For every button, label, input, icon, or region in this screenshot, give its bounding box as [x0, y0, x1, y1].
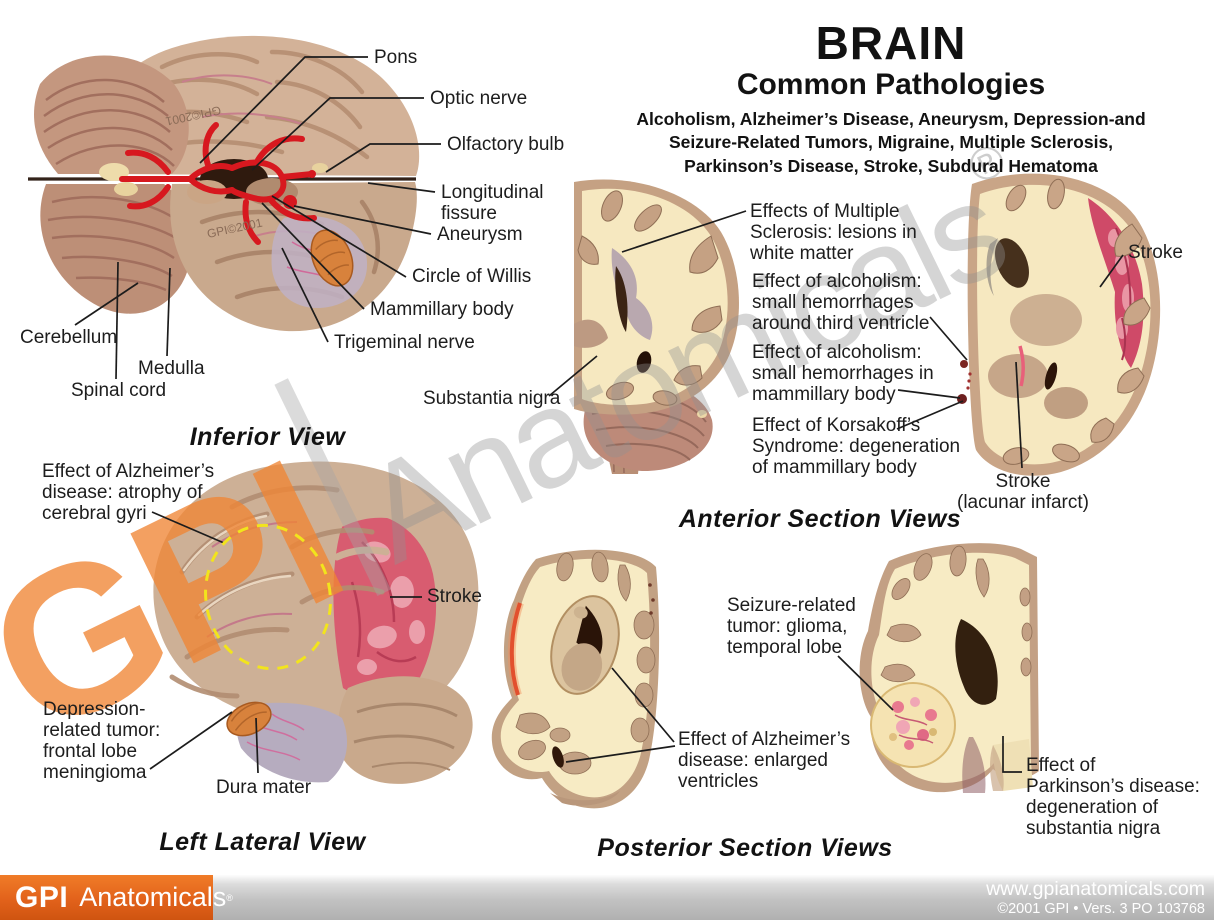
label-parkinsons: Effect of Parkinson’s disease: degenerat…: [1026, 755, 1200, 840]
meningioma-tumor: [226, 701, 272, 737]
hematoma-rim: [509, 602, 522, 696]
label-alzheimers-atrophy: Effect of Alzheimer’s disease: atrophy o…: [42, 461, 215, 525]
anterior-section-left-illustration: [574, 179, 739, 474]
label-pons: Pons: [374, 47, 418, 68]
label-spinal-cord: Spinal cord: [71, 380, 167, 401]
label-trigeminal-nerve: Trigeminal nerve: [334, 332, 475, 353]
header: BRAIN Common Pathologies Alcoholism, Alz…: [560, 20, 1214, 178]
ventricle: [955, 619, 998, 705]
website-url: www.gpianatomicals.com: [986, 878, 1205, 900]
label-alcoholism-mammillary: Effect of alcoholism: small hemorrhages …: [752, 342, 934, 406]
label-stroke-lateral: Stroke: [427, 586, 482, 607]
label-medulla: Medulla: [138, 358, 205, 379]
footer-bar: GPI Anatomicals® www.gpianatomicals.com ©…: [0, 875, 1214, 920]
label-stroke: Stroke: [1128, 242, 1183, 263]
label-multiple-sclerosis: Effects of Multiple Sclerosis: lesions i…: [750, 201, 917, 265]
label-dura-mater: Dura mater: [216, 777, 312, 798]
copyright-line: ©2001 GPI • Vers. 3 PO 103768: [997, 901, 1205, 918]
label-mammillary-body: Mammillary body: [370, 299, 514, 320]
anterior-section-right-illustration: [957, 173, 1161, 476]
page-title: BRAIN: [815, 17, 967, 69]
label-longitudinal-fissure: Longitudinal fissure: [441, 182, 544, 225]
caption-inferior-view: Inferior View: [189, 423, 346, 451]
label-depression-tumor: Depression- related tumor: frontal lobe …: [43, 699, 161, 784]
label-optic-nerve: Optic nerve: [430, 88, 528, 109]
glioma-tumor: [870, 682, 956, 768]
hemorrhage-dot: [960, 360, 968, 368]
posterior-section-left-illustration: [491, 549, 660, 809]
label-alzheimers-ventricles: Effect of Alzheimer’s disease: enlarged …: [678, 729, 851, 793]
enlarged-ventricle: [550, 595, 620, 695]
label-aneurysm: Aneurysm: [437, 224, 523, 245]
logo-anatomicals-text: Anatomicals: [79, 882, 227, 912]
pathology-list: Alcoholism, Alzheimer’s Disease, Aneurys…: [636, 108, 1146, 176]
label-alcoholism-third-ventricle: Effect of alcoholism: small hemorrhages …: [752, 271, 930, 335]
inferior-view-illustration: GPI©2001 GPI©2001: [28, 35, 420, 332]
registered-trademark-icon: ®: [226, 892, 233, 903]
aneurysm-bulge: [283, 195, 297, 209]
label-korsakoff: Effect of Korsakoff’s Syndrome: degenera…: [752, 415, 961, 479]
gpi-logo: GPI Anatomicals®: [0, 875, 233, 920]
caption-posterior-sections: Posterior Section Views: [597, 834, 893, 862]
posterior-section-right-illustration: [859, 543, 1039, 793]
label-circle-of-willis: Circle of Willis: [412, 266, 532, 287]
label-substantia-nigra: Substantia nigra: [423, 388, 561, 409]
label-stroke-lacunar: Stroke (lacunar infarct): [957, 471, 1089, 514]
label-seizure-tumor: Seizure-related tumor: glioma, temporal …: [727, 595, 856, 659]
caption-left-lateral-view: Left Lateral View: [159, 828, 366, 856]
label-olfactory-bulb: Olfactory bulb: [447, 134, 565, 155]
caption-anterior-sections: Anterior Section Views: [678, 505, 962, 533]
logo-gpi-text: GPI: [15, 880, 69, 914]
footer-text: www.gpianatomicals.com ©2001 GPI • Vers.…: [986, 878, 1205, 918]
page-subtitle: Common Pathologies: [736, 68, 1046, 101]
label-cerebellum: Cerebellum: [20, 327, 118, 348]
hemorrhage-dot: [957, 394, 967, 404]
